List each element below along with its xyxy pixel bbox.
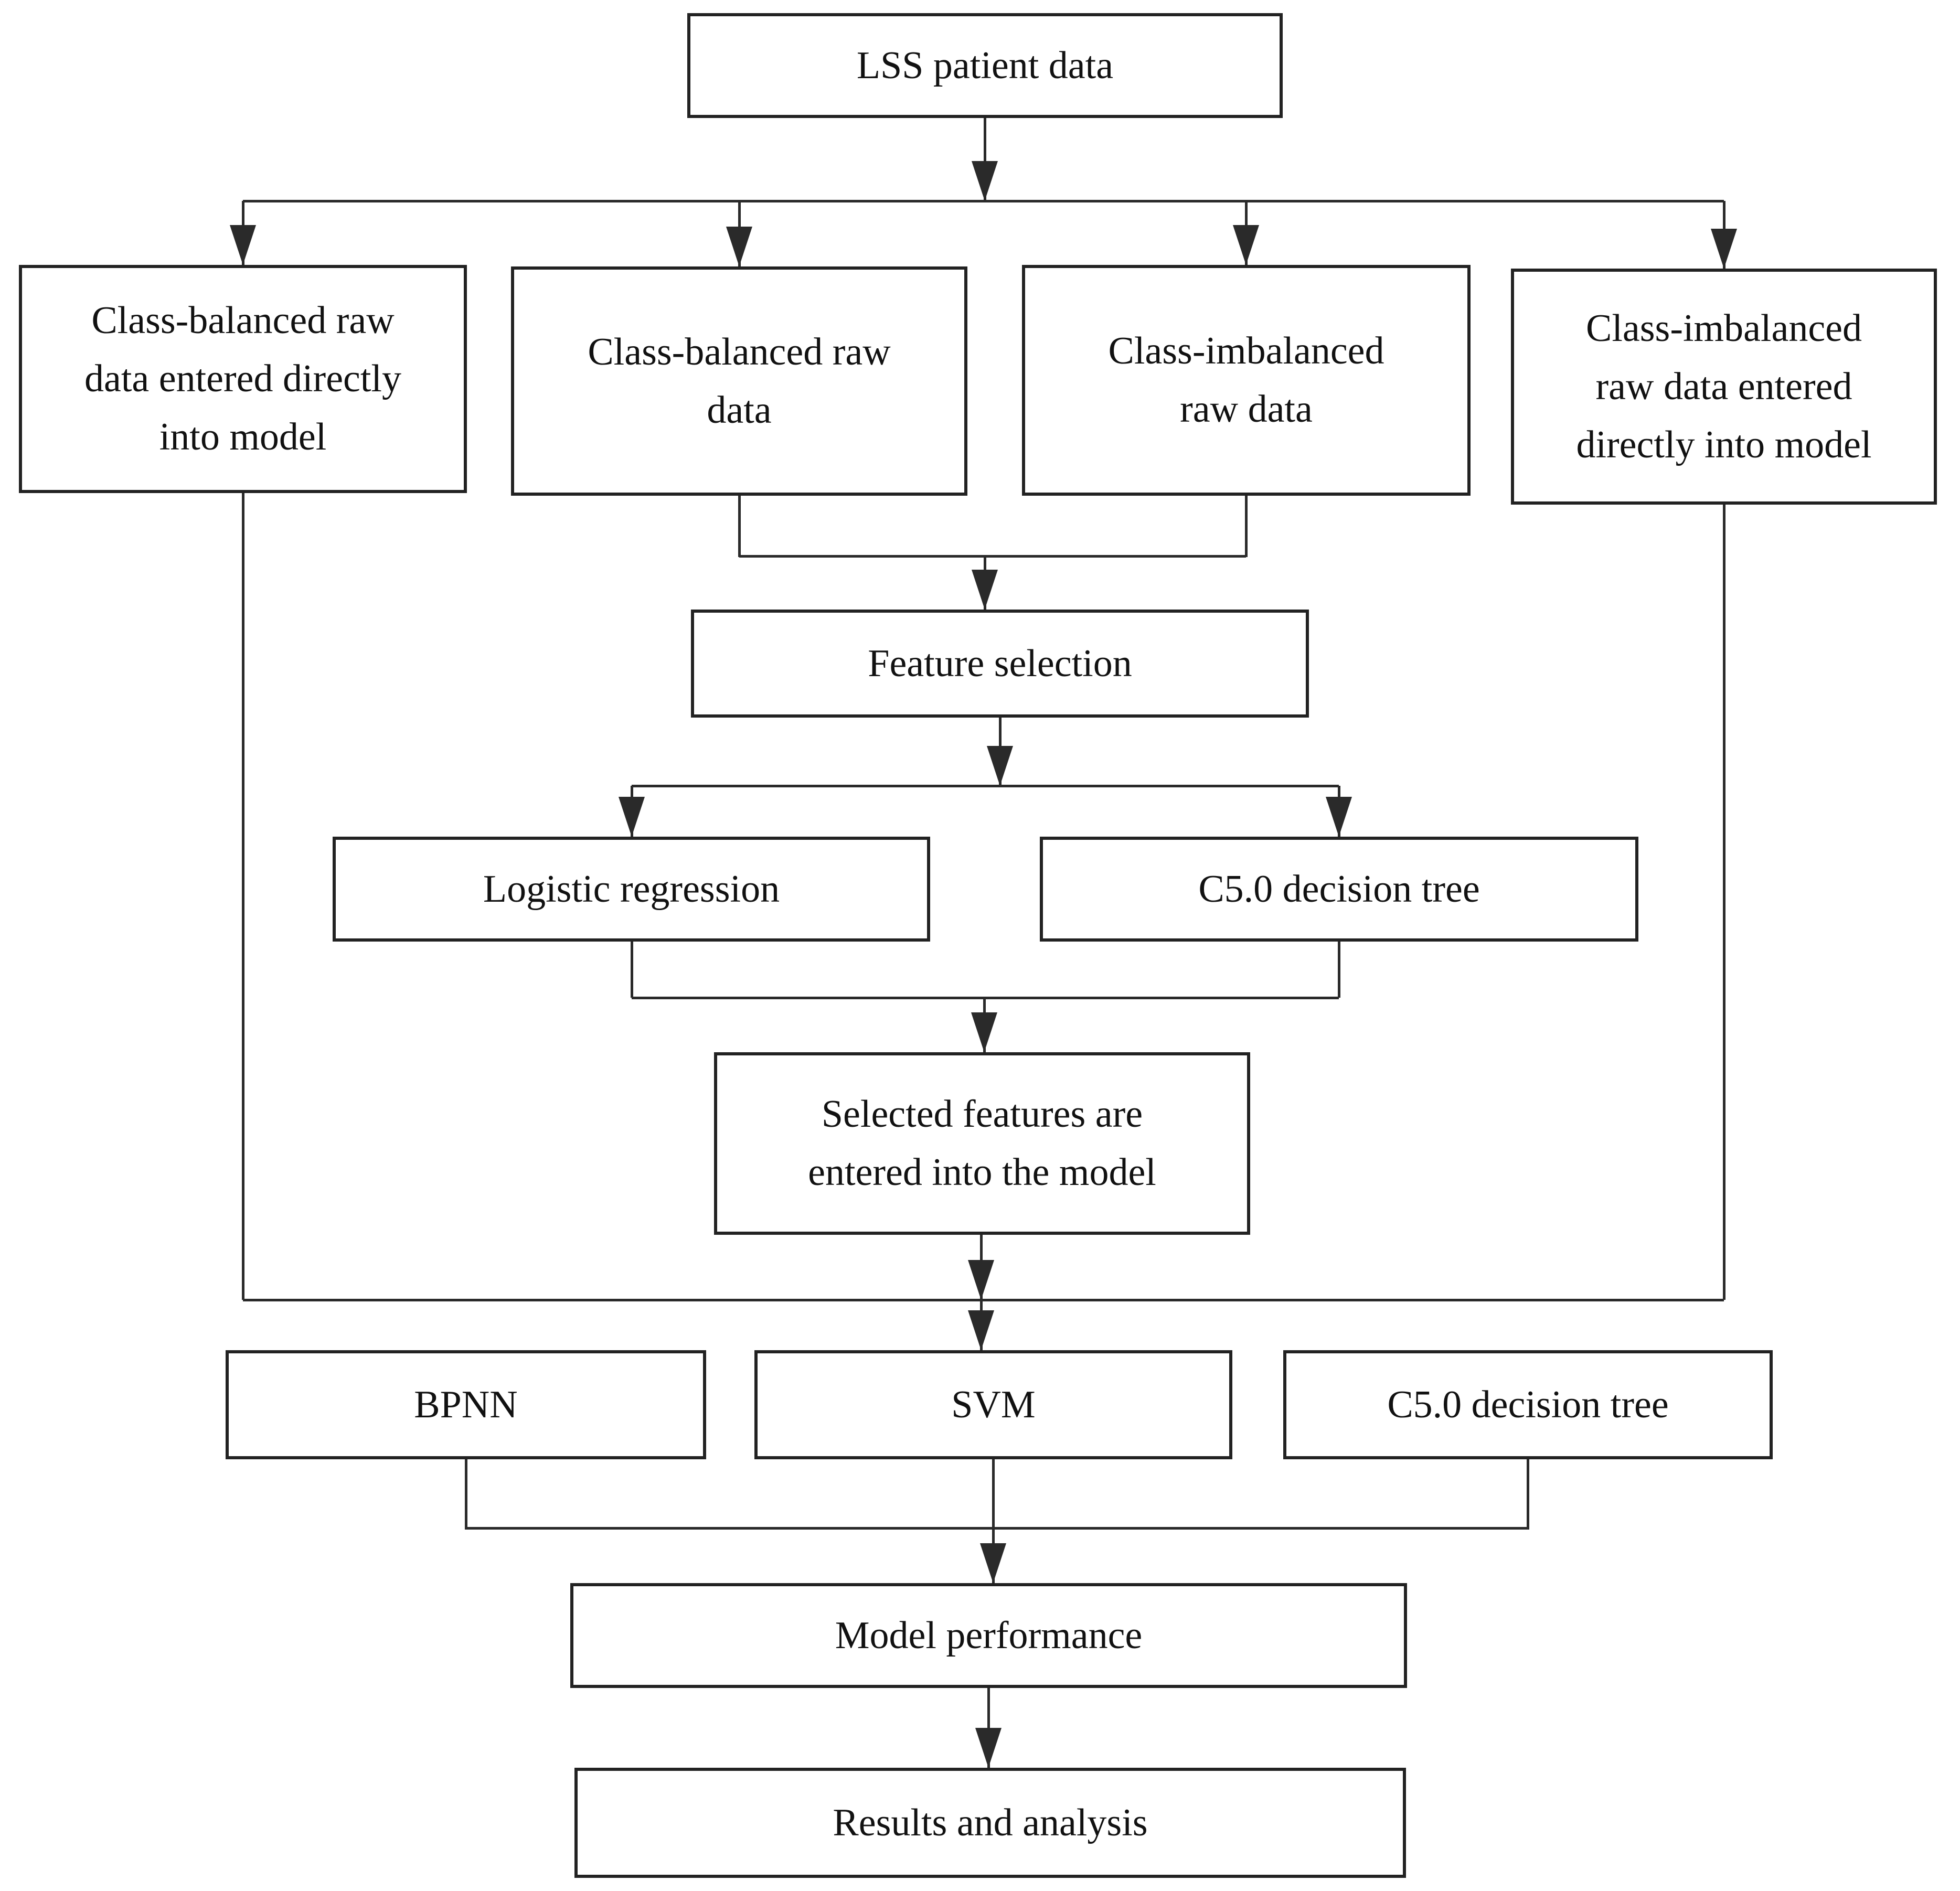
arrowhead-onto-split-line — [987, 746, 1013, 786]
edge-c50-model-down-line — [1527, 1459, 1529, 1530]
edge-merge-line — [243, 1299, 1724, 1301]
arrowhead-into-imbalanced-direct — [1711, 229, 1737, 269]
arrowhead-onto-merge-line — [968, 1260, 994, 1300]
node-c50-decision-tree-feature: C5.0 decision tree — [1040, 837, 1638, 942]
arrowhead-into-balanced-direct — [230, 225, 256, 265]
arrowhead-into-imbalanced-raw — [1233, 225, 1259, 265]
arrowhead-into-results — [975, 1728, 1002, 1768]
node-class-imbalanced-direct: Class-imbalanced raw data entered direct… — [1511, 269, 1937, 505]
arrowhead-into-c50-feature — [1326, 797, 1352, 837]
edge-imbalanced-direct-bypass-line — [1723, 505, 1725, 1300]
arrowhead-into-selected-features — [971, 1012, 997, 1052]
node-class-balanced-direct: Class-balanced raw data entered directly… — [19, 265, 467, 493]
edge-balanced-direct-bypass-line — [242, 493, 244, 1300]
node-selected-features: Selected features are entered into the m… — [714, 1052, 1250, 1235]
edge-top-branch-line — [243, 200, 1724, 202]
arrowhead-into-feature-selection — [972, 570, 998, 610]
edge-raw-join-line — [739, 555, 1246, 558]
node-bpnn: BPNN — [226, 1350, 706, 1459]
edge-logistic-down-line — [631, 942, 633, 998]
edge-svm-to-performance-line — [992, 1459, 995, 1583]
arrowhead-into-svm — [968, 1310, 994, 1350]
node-class-balanced-raw: Class-balanced raw data — [511, 266, 967, 496]
edge-c50-feature-down-line — [1338, 942, 1340, 998]
node-model-performance: Model performance — [570, 1583, 1407, 1688]
edge-balanced-raw-down-line — [738, 496, 741, 557]
edge-bpnn-down-line — [465, 1459, 467, 1530]
node-c50-decision-tree-model: C5.0 decision tree — [1283, 1350, 1773, 1459]
arrowhead-into-balanced-raw — [726, 227, 752, 266]
edge-imbalanced-raw-down-line — [1245, 496, 1248, 557]
arrowhead-into-logistic-regression — [619, 797, 645, 837]
node-logistic-regression: Logistic regression — [333, 837, 930, 942]
node-results-analysis: Results and analysis — [574, 1768, 1406, 1878]
node-class-imbalanced-raw: Class-imbalanced raw data — [1022, 265, 1471, 496]
arrowhead-lss-to-branch — [972, 161, 998, 201]
edge-split-line — [632, 785, 1339, 787]
node-lss-patient-data: LSS patient data — [687, 13, 1283, 118]
arrowhead-into-model-performance — [980, 1543, 1006, 1583]
edge-lss-stem-line — [984, 118, 986, 201]
edge-models-join-line — [466, 1527, 1528, 1530]
node-svm: SVM — [754, 1350, 1232, 1459]
node-feature-selection: Feature selection — [691, 610, 1309, 718]
